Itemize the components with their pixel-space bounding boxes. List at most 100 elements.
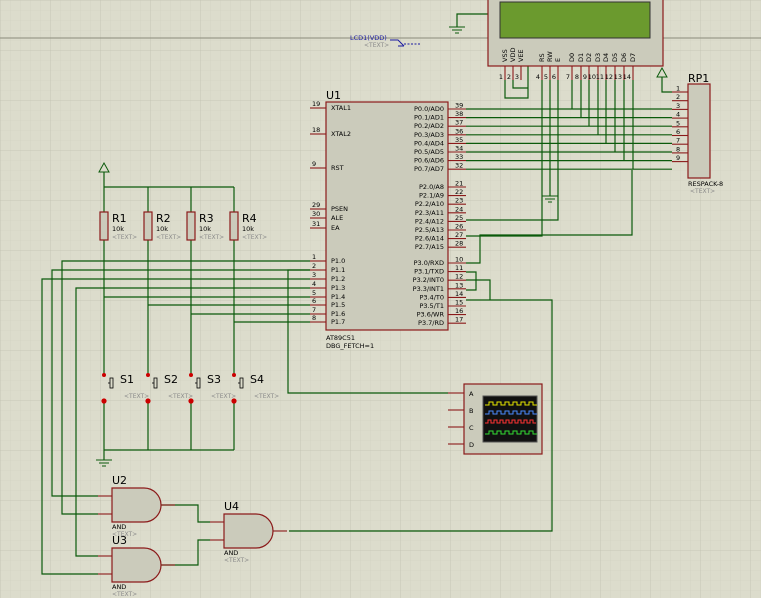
ground-left xyxy=(96,450,112,467)
lcd-label: LCD1(VDD) xyxy=(350,34,387,42)
resistor-body[interactable] xyxy=(99,211,109,241)
u1-pin-name: P2.5/A13 xyxy=(415,226,444,234)
lcd-pin-name: D1 xyxy=(577,53,585,62)
wire xyxy=(161,504,210,523)
switch-ref: S2 xyxy=(164,373,178,386)
switch-contact xyxy=(188,398,194,404)
u1-pin-number: 14 xyxy=(455,290,463,298)
switch-contact xyxy=(102,373,106,377)
wire xyxy=(61,260,310,515)
rp1-text-tag: <TEXT> xyxy=(690,188,715,195)
u1-pin-name: P2.0/A8 xyxy=(419,183,444,191)
rp1-pin-number: 4 xyxy=(676,111,680,119)
lcd-pin-name: D3 xyxy=(594,53,602,62)
rp1-pin-number: 3 xyxy=(676,102,680,110)
lcd-pin-number: 4 xyxy=(536,73,540,81)
lcd-module[interactable]: VSS1VDD2VEE3RS4RW5E6D07D18D29D310D411D51… xyxy=(487,0,664,81)
u1-pin-number: 9 xyxy=(312,160,316,168)
scope-channel-label: B xyxy=(469,407,473,415)
lcd-pin-name: D2 xyxy=(585,53,593,62)
rp1-ref: RP1 xyxy=(688,72,709,85)
switch-contact xyxy=(146,373,150,377)
wire xyxy=(466,279,491,300)
resistor-ref: R1 xyxy=(112,212,127,225)
u1-pin-name: P1.7 xyxy=(331,318,345,326)
u1-pin-name: P1.0 xyxy=(331,257,345,265)
rp1-pin-number: 9 xyxy=(676,154,680,162)
wire xyxy=(466,170,633,264)
u1-pin-number: 26 xyxy=(455,223,463,231)
u1-pin-number: 33 xyxy=(455,153,463,161)
u1-pin-number: 13 xyxy=(455,281,463,289)
lcd-pin-number: 11 xyxy=(596,73,604,81)
gate-text-tag: <TEXT> xyxy=(224,557,249,564)
u1-pin-name: P1.1 xyxy=(331,266,345,274)
u1-pin-name: P3.6/WR xyxy=(417,311,445,319)
switch-text-tag: <TEXT> xyxy=(168,393,193,400)
power-arrow-left xyxy=(98,161,110,187)
scope-channel-label: C xyxy=(469,424,474,432)
u1-pin-number: 11 xyxy=(455,264,463,272)
wire xyxy=(161,539,210,566)
u1-pin-name: P0.2/AD2 xyxy=(414,122,444,130)
lcd-power-arrow xyxy=(390,39,405,47)
u1-pin-number: 23 xyxy=(455,197,463,205)
gate-ref: U4 xyxy=(224,500,239,513)
u1-pin-name: P2.3/A11 xyxy=(415,209,444,217)
rp1-name: RESPACK-8 xyxy=(688,180,723,188)
u1-pin-name: XTAL2 xyxy=(331,130,351,138)
wire xyxy=(75,287,310,557)
u1-pin-name: P2.7/A15 xyxy=(415,243,444,251)
u1-pin-name: P1.6 xyxy=(331,310,345,318)
u1-pin-number: 27 xyxy=(455,231,463,239)
u1-pin-number: 5 xyxy=(312,289,316,297)
resistor-body[interactable] xyxy=(229,211,239,241)
resistor-body[interactable] xyxy=(186,211,196,241)
and-gate-body[interactable] xyxy=(111,487,162,523)
resistor-text-tag: <TEXT> xyxy=(242,234,267,241)
u1-pin-name: P0.0/AD0 xyxy=(414,105,444,113)
lcd-pin-number: 3 xyxy=(515,73,519,81)
and-gate-body[interactable] xyxy=(223,513,274,549)
scope-trace xyxy=(485,401,537,406)
u1-pin-number: 15 xyxy=(455,299,463,307)
resistor-value: 10k xyxy=(242,225,254,233)
gate-type: AND xyxy=(112,583,126,591)
u1-pin-name: P3.2/INT0 xyxy=(413,276,444,284)
scope-traces xyxy=(485,401,537,435)
lcd-pin-name: VEE xyxy=(517,49,525,62)
u1-pin-number: 39 xyxy=(455,102,463,110)
switch-text-tag: <TEXT> xyxy=(211,393,236,400)
lcd-pin-number: 2 xyxy=(507,73,511,81)
lcd-pin-number: 10 xyxy=(588,73,596,81)
resistor-value: 10k xyxy=(156,225,168,233)
u1-pin-name: P2.6/A14 xyxy=(415,235,444,243)
u1-pin-number: 12 xyxy=(455,273,463,281)
gate-ref: U2 xyxy=(112,474,127,487)
lcd-pins: VSS1VDD2VEE3RS4RW5E6D07D18D29D310D411D51… xyxy=(499,48,637,81)
and-gate-body[interactable] xyxy=(111,547,162,583)
resistor-text-tag: <TEXT> xyxy=(112,234,137,241)
u1-pin-number: 16 xyxy=(455,307,463,315)
resistor-ref: R3 xyxy=(199,212,214,225)
u1-pin-number: 10 xyxy=(455,256,463,264)
lcd-pin-number: 13 xyxy=(614,73,622,81)
rp1-pin-number: 5 xyxy=(676,119,680,127)
lcd-pin-name: RW xyxy=(546,51,554,62)
resistor-body[interactable] xyxy=(143,211,153,241)
lcd-pin-number: 1 xyxy=(499,73,503,81)
u1-pin-number: 3 xyxy=(312,271,316,279)
u1-pin-name: P0.5/AD5 xyxy=(414,148,444,156)
rp1-pin-number: 1 xyxy=(676,85,680,93)
switch-contact xyxy=(189,373,193,377)
u1-pin-name: P1.4 xyxy=(331,293,345,301)
u1-pin-number: 25 xyxy=(455,214,463,222)
gate-text-tag: <TEXT> xyxy=(112,591,137,598)
u1-pin-name: P0.3/AD3 xyxy=(414,131,444,139)
lcd-pin-name: RS xyxy=(538,53,546,62)
u1-pin-number: 8 xyxy=(312,314,316,322)
